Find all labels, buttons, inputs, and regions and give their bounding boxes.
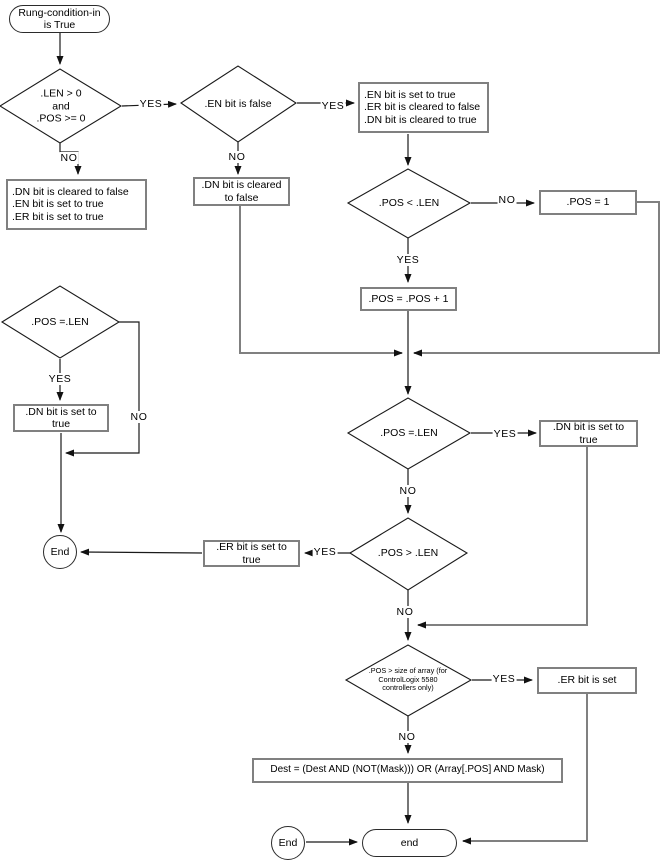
decision-pos-gt-array-text: .POS > size of array (for ControlLogix 5… [368,666,448,693]
edge-left-poseq-no [65,321,140,457]
process-line: .DN bit is cleared [201,179,282,191]
edge-label-no-pos-gt: NO [395,606,415,618]
edge-label-yes-pos-eq: YES [492,428,518,440]
edge-label-no-pos-eq-left: NO [129,411,149,423]
diamond-pos-gt-array [344,644,473,717]
process-line: .ER bit is set to [216,541,287,553]
edge-set-dn-right-to-merge [417,447,588,629]
edge-label-no-len: NO [59,152,79,164]
edge-pos1-to-merge [413,201,660,357]
process-set-er-true: .ER bit is set to true [203,540,300,567]
process-line: .DN bit is set to [552,421,625,433]
diamond-pos-lt-len [346,168,472,239]
edge-label-no-pos-eq: NO [398,485,418,497]
decision-pos-lt-len-text: .POS < .LEN [378,196,440,209]
gray-connectors [239,201,660,845]
diamond-pos-eq-len [346,397,472,470]
edge-clear-dn-to-merge [239,206,403,357]
start-line2: is True [43,19,76,31]
process-line: true [51,418,71,430]
process-line: true [242,553,261,566]
process-line: .DN bit is cleared to false [12,185,129,198]
decision-len-pos-text: .LEN > 0 and .POS >= 0 [36,87,86,125]
edge-set-er-to-end [462,694,588,845]
end-circle-bottom: End [271,826,305,860]
process-pos-increment: .POS = .POS + 1 [360,287,457,311]
process-dest-assign: Dest = (Dest AND (NOT(Mask))) OR (Array[… [252,758,563,783]
end-label: End [50,545,70,558]
process-line: .POS = .POS + 1 [368,292,449,305]
edge-label-no-en: NO [227,151,247,163]
start-line1: Rung-condition-in [18,6,101,19]
edge-label-yes-pos-lt: YES [395,254,421,266]
end-label: End [278,836,298,849]
process-line: true [579,433,598,446]
process-set-en-clear-er-dn: .EN bit is set to true .ER bit is cleare… [358,82,489,133]
decision-en-false-text: .EN bit is false [204,97,272,110]
edge-label-yes-pos-eq-left: YES [47,373,73,385]
edge-label-yes-array: YES [491,673,517,685]
edge-label-yes-len: YES [138,98,164,110]
process-line: to false [224,191,259,204]
process-line: .ER bit is cleared to false [364,101,481,114]
end-label: end [400,836,419,849]
process-set-dn-right: .DN bit is set to true [539,420,638,447]
decision-pos-eq-len-left-text: .POS =.LEN [31,315,89,328]
process-clear-dn: .DN bit is cleared to false [193,177,290,206]
diamond-en-false [180,65,298,143]
diamond-pos-eq-len-left [0,285,121,359]
process-line: Dest = (Dest AND (NOT(Mask))) OR (Array[… [270,764,545,776]
process-line: .DN bit is cleared to true [364,113,477,126]
edge-label-yes-pos-gt: YES [312,546,338,558]
decision-shapes [0,65,473,717]
process-line: .DN bit is set to [25,405,97,418]
black-connectors [56,33,537,846]
end-circle-left: End [43,535,77,569]
process-set-dn-left: .DN bit is set to true [13,404,109,432]
process-set-er: .ER bit is set [537,667,637,694]
end-terminator: end [362,829,457,857]
process-line: .ER bit is set to true [12,210,104,223]
process-line: .EN bit is set to true [12,198,104,211]
decision-pos-gt-len-text: .POS > .LEN [377,546,439,559]
process-line: .EN bit is set to true [364,88,456,101]
edge-label-no-array: NO [397,731,417,743]
start-terminator: Rung-condition-in is True [9,5,110,33]
edge-ertrue-to-end [80,548,203,556]
diamond-pos-gt-len [348,517,469,591]
process-line: .POS = 1 [566,196,610,209]
decision-pos-eq-len-text: .POS =.LEN [380,426,438,439]
edge-label-no-pos-lt: NO [497,194,517,206]
process-fault-set: .DN bit is cleared to false .EN bit is s… [6,179,147,230]
diamond-len-pos [0,68,123,144]
edge-label-yes-en: YES [320,100,346,112]
process-pos-1: .POS = 1 [539,190,637,215]
process-line: .ER bit is set [557,674,617,687]
